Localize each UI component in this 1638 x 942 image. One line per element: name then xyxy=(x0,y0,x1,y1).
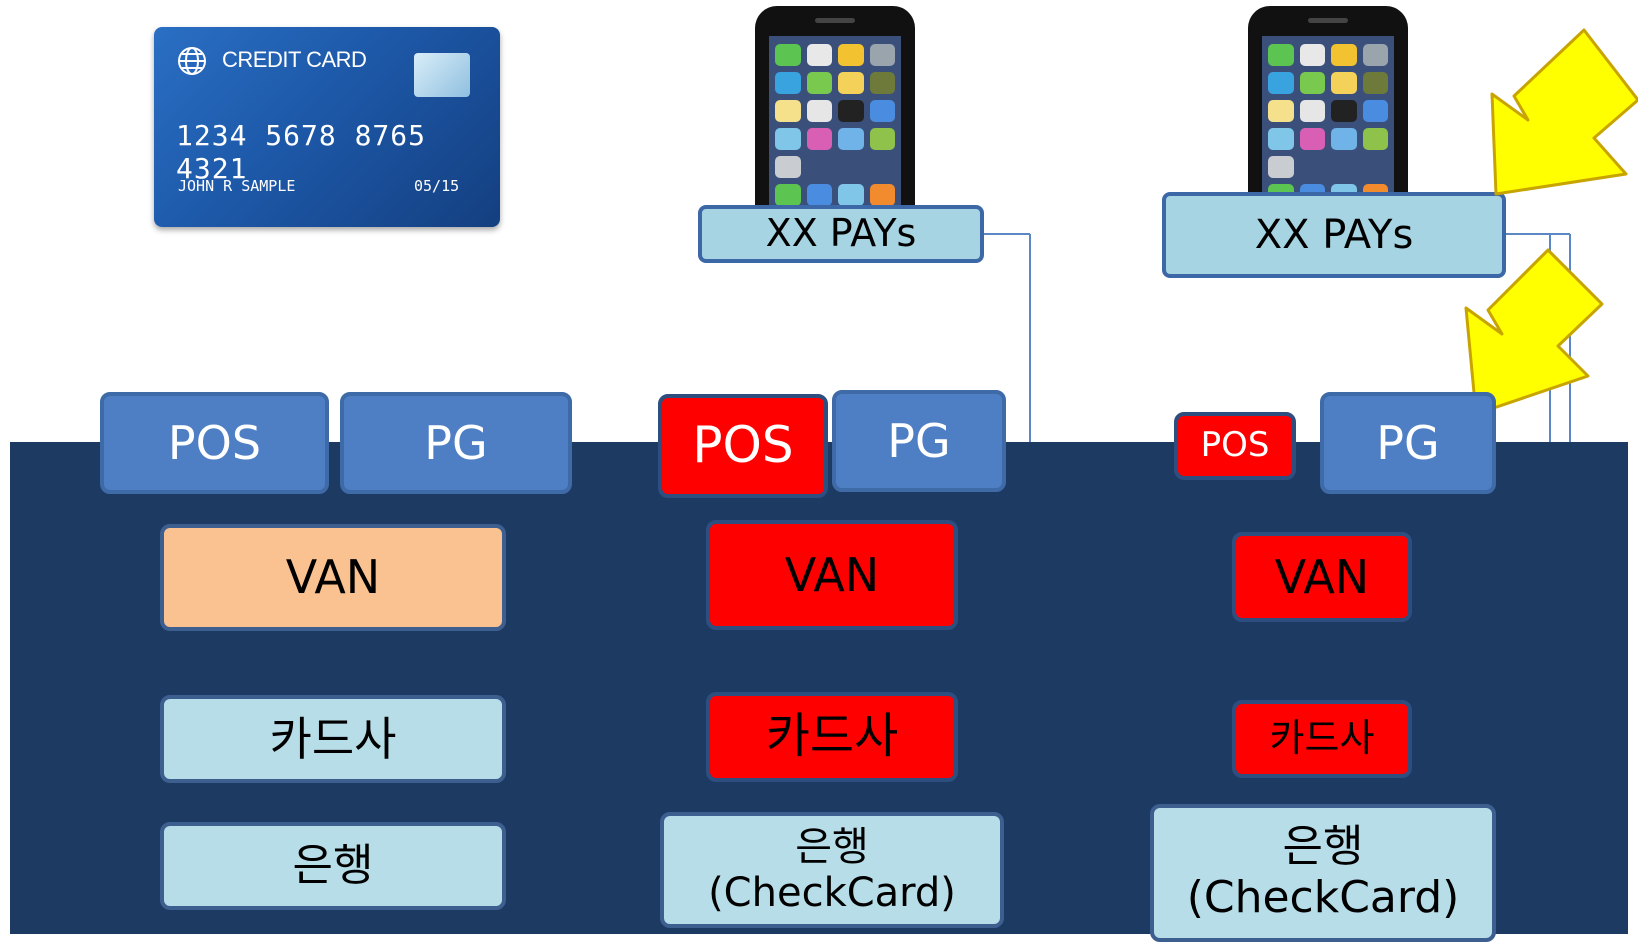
pos-tab: POS xyxy=(1174,412,1296,480)
pos-tab: POS xyxy=(658,394,828,498)
card-company-box: 카드사 xyxy=(160,695,506,783)
credit-card-image: CREDIT CARD 1234 5678 8765 4321 JOHN R S… xyxy=(154,27,500,227)
card-brand: CREDIT CARD xyxy=(222,47,367,72)
card-expiry: 05/15 xyxy=(414,177,460,195)
pay-service-box-1: XX PAYs xyxy=(698,205,984,263)
card-chip xyxy=(414,53,470,97)
pg-tab: PG xyxy=(340,392,572,494)
card-company-box: 카드사 xyxy=(1232,700,1412,778)
bank-sub-label: (CheckCard) xyxy=(708,870,956,916)
bank-label: 은행 xyxy=(1282,821,1364,873)
globe-icon xyxy=(178,47,206,75)
card-number: 1234 5678 8765 4321 xyxy=(176,119,427,185)
van-box: VAN xyxy=(706,520,958,630)
bank-label: 은행 xyxy=(795,824,869,870)
pg-tab: PG xyxy=(1320,392,1496,494)
pay-service-box-2: XX PAYs xyxy=(1162,192,1506,278)
bank-box: 은행 xyxy=(160,822,506,910)
van-box: VAN xyxy=(1232,532,1412,622)
pos-tab: POS xyxy=(100,392,329,494)
bank-box: 은행 (CheckCard) xyxy=(660,812,1004,928)
van-box: VAN xyxy=(160,524,506,631)
bank-box: 은행 (CheckCard) xyxy=(1150,804,1496,942)
highlight-arrow-icon xyxy=(1490,28,1638,196)
bank-sub-label: (CheckCard) xyxy=(1186,872,1460,923)
pg-tab: PG xyxy=(832,390,1006,492)
card-holder: JOHN R SAMPLE xyxy=(178,177,296,195)
smartphone-image xyxy=(755,6,915,206)
card-company-box: 카드사 xyxy=(706,692,958,782)
smartphone-image xyxy=(1248,6,1408,196)
